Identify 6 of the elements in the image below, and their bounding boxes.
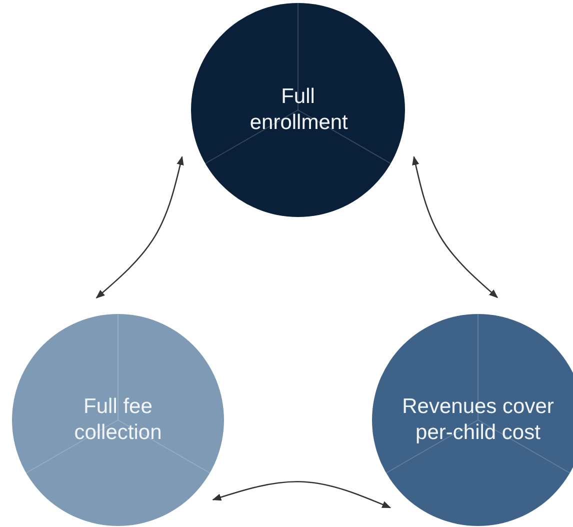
node-label: Full enrollment bbox=[250, 84, 346, 136]
double-arrow bbox=[412, 156, 498, 298]
double-arrow bbox=[96, 156, 184, 298]
node-label: Full fee collection bbox=[73, 394, 163, 446]
double-arrow bbox=[212, 480, 392, 508]
node-label: Revenues cover per-child cost bbox=[401, 394, 555, 446]
